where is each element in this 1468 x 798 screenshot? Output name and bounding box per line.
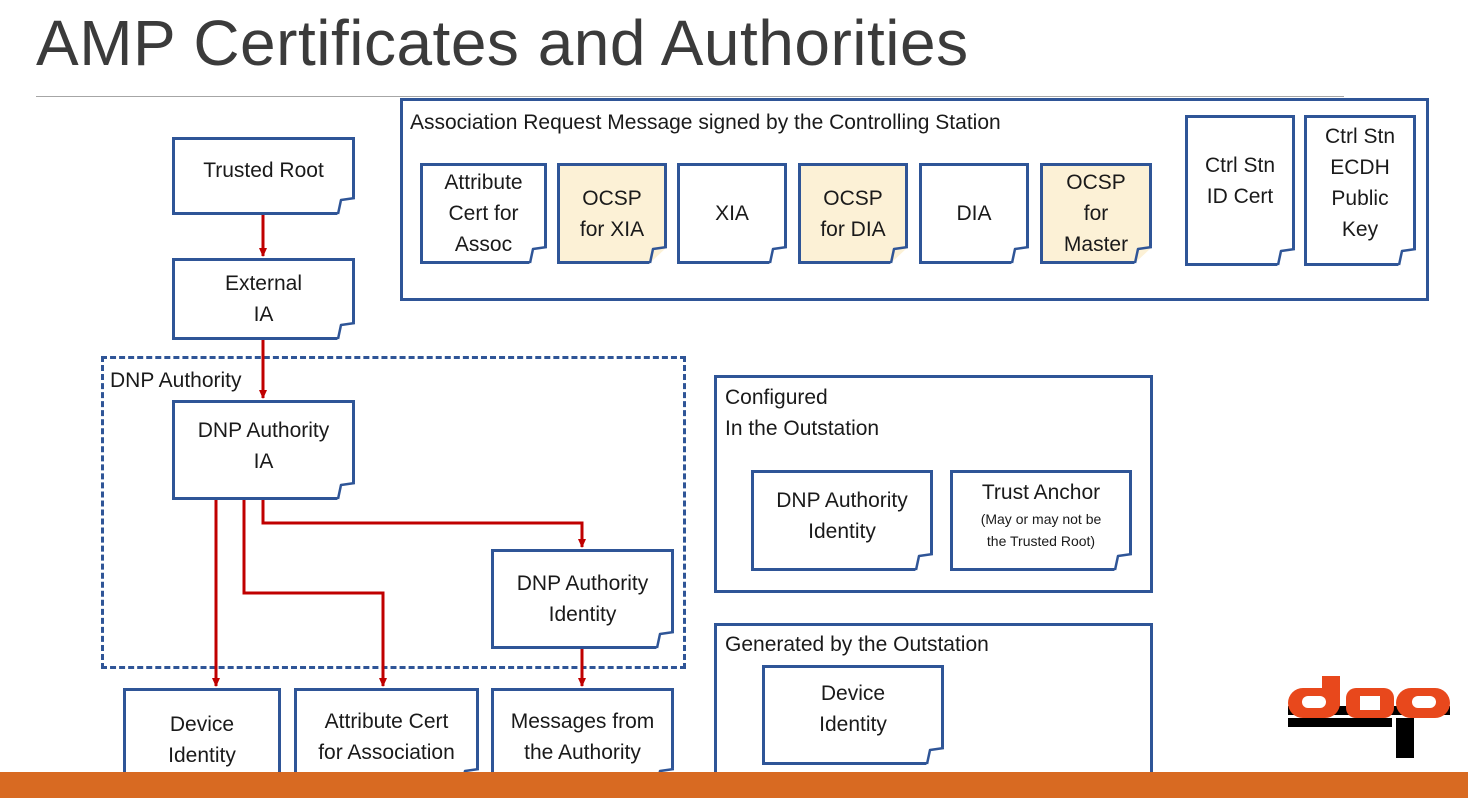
cert-line: for xyxy=(1083,202,1109,225)
cert-line: for XIA xyxy=(579,217,645,241)
cert-ctrl-stn-id: Ctrl Stn ID Cert xyxy=(1185,115,1295,266)
dnp-authority-frame xyxy=(101,356,686,669)
page-fold-icon xyxy=(337,482,355,500)
cert-line: Trusted Root xyxy=(203,159,324,182)
cert-line: Public xyxy=(1331,187,1389,210)
cert-line: External xyxy=(224,272,303,295)
cert-line: Ctrl Stn xyxy=(1324,125,1395,148)
cert-line: DNP Authority xyxy=(776,489,908,512)
cert-messages-from-authority: Messages from the Authority xyxy=(491,688,674,786)
cert-ocsp-for-master: OCSP for Master xyxy=(1040,163,1152,264)
cert-line: Device xyxy=(169,713,235,736)
cert-line: Attribute xyxy=(444,171,523,194)
cert-line: for Association xyxy=(318,741,455,764)
cert-line: Trust Anchor xyxy=(981,481,1101,504)
cert-generated-device-identity: Device Identity xyxy=(762,665,944,765)
cert-line: DIA xyxy=(956,202,992,225)
cert-trusted-root: Trusted Root xyxy=(172,137,355,215)
cert-line: DNP Authority xyxy=(197,419,330,442)
page-fold-icon xyxy=(656,631,674,649)
cert-note: (May or may not be xyxy=(980,511,1102,527)
configured-label-line: In the Outstation xyxy=(725,417,880,440)
cert-ocsp-for-dia: OCSP for DIA xyxy=(798,163,908,264)
configured-label: Configured In the Outstation xyxy=(725,382,879,444)
cert-line: for DIA xyxy=(820,217,886,241)
cert-line: Identity xyxy=(808,520,876,543)
cert-line: Identity xyxy=(819,713,887,736)
cert-line: OCSP xyxy=(1066,171,1126,194)
cert-line: Master xyxy=(1063,233,1129,256)
cert-line: Identity xyxy=(548,603,617,626)
cert-line: Attribute Cert xyxy=(324,710,449,733)
cert-xia: XIA xyxy=(677,163,787,264)
cert-line: OCSP xyxy=(582,186,642,210)
page-fold-icon xyxy=(1011,246,1029,264)
cert-ocsp-for-xia: OCSP for XIA xyxy=(557,163,667,264)
page-fold-icon xyxy=(1277,248,1295,266)
cert-line: Identity xyxy=(168,744,236,767)
cert-note: the Trusted Root) xyxy=(986,533,1096,549)
page-fold-icon xyxy=(1134,246,1152,264)
footer-bar xyxy=(0,772,1468,798)
cert-dnp-authority-ia: DNP Authority IA xyxy=(172,400,355,500)
page-fold-icon xyxy=(890,246,908,264)
association-request-label: Association Request Message signed by th… xyxy=(410,111,1001,134)
cert-line: Messages from xyxy=(510,710,655,733)
title-divider xyxy=(36,96,1344,97)
cert-line: ID Cert xyxy=(1206,185,1274,208)
cert-dnp-authority-identity: DNP Authority Identity xyxy=(491,549,674,649)
generated-label: Generated by the Outstation xyxy=(725,633,989,656)
cert-line: Key xyxy=(1341,218,1379,241)
cert-line: Cert for xyxy=(448,202,519,225)
page-fold-icon xyxy=(649,246,667,264)
cert-line: Device xyxy=(820,682,886,705)
configured-label-line: Configured xyxy=(725,386,828,409)
cert-line: XIA xyxy=(715,202,749,225)
cert-attribute-for-assoc: Attribute Cert for Assoc xyxy=(420,163,547,264)
page-fold-icon xyxy=(915,553,933,571)
cert-line: Assoc xyxy=(454,233,513,256)
cert-line: OCSP xyxy=(823,186,883,210)
page-fold-icon xyxy=(769,246,787,264)
page-fold-icon xyxy=(337,322,355,340)
cert-dia: DIA xyxy=(919,163,1029,264)
cert-line: Ctrl Stn xyxy=(1204,154,1275,177)
page-title: AMP Certificates and Authorities xyxy=(36,7,969,79)
page-fold-icon xyxy=(337,197,355,215)
page-fold-icon xyxy=(1114,553,1132,571)
cert-ctrl-stn-ecdh-key: Ctrl Stn ECDH Public Key xyxy=(1304,115,1416,266)
page-fold-icon xyxy=(529,246,547,264)
cert-line: ECDH xyxy=(1330,156,1390,179)
dnp-authority-label: DNP Authority xyxy=(110,369,242,392)
cert-external-ia: External IA xyxy=(172,258,355,340)
cert-line: IA xyxy=(253,303,274,326)
cert-line: the Authority xyxy=(524,741,641,764)
cert-attribute-cert-for-association: Attribute Cert for Association xyxy=(294,688,479,786)
dnp-logo xyxy=(1288,676,1450,758)
cert-line: DNP Authority xyxy=(516,572,649,595)
cert-line: IA xyxy=(253,450,274,473)
page-fold-icon xyxy=(926,747,944,765)
cert-configured-dnp-authority-identity: DNP Authority Identity xyxy=(751,470,933,571)
page-fold-icon xyxy=(1398,248,1416,266)
cert-trust-anchor: Trust Anchor (May or may not be the Trus… xyxy=(950,470,1132,571)
